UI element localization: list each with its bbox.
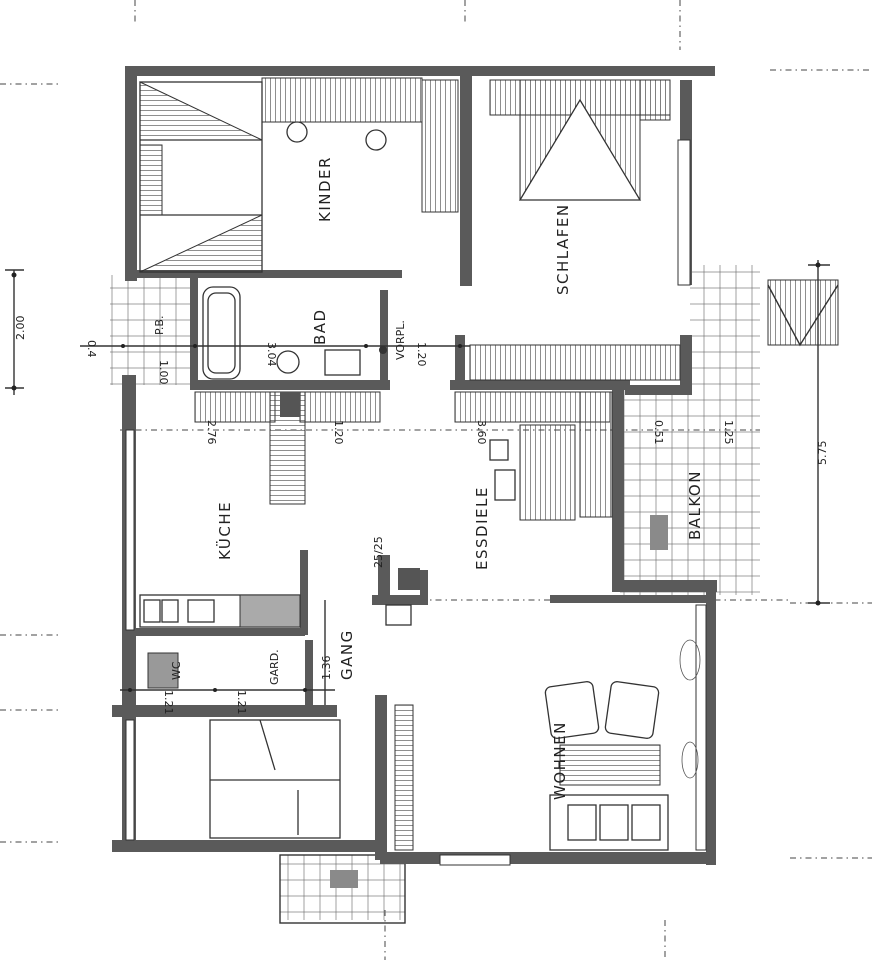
dim-bad-width: 3.04 [265, 342, 278, 367]
room-label-schlafen: SCHLAFEN [554, 203, 572, 295]
living-furniture [544, 639, 701, 851]
wardrobe [209, 719, 341, 839]
kitchen-counter [139, 594, 301, 628]
entrance-tiles [690, 265, 760, 390]
room-label-essdiele: ESSDIELE [473, 486, 491, 570]
room-label-wohnen: WOHNEN [551, 721, 569, 800]
left-dimension [5, 269, 24, 395]
room-label-balkon: BALKON [686, 470, 704, 540]
bathtub [202, 286, 387, 380]
dim-right-outer: 5.75 [816, 441, 829, 466]
room-label-vorpl: VORPL. [394, 320, 407, 360]
dim-stair: 25/25 [372, 536, 385, 568]
dim-left-outer: 2.00 [14, 316, 27, 341]
dim-wc-width: 1.21 [162, 690, 175, 715]
room-label-kinder: KINDER [316, 156, 334, 222]
room-label-gang: GANG [338, 629, 356, 680]
dim-gang-width: 1.36 [320, 656, 333, 681]
dining-table [489, 424, 576, 521]
dim-pb-width: 1.00 [157, 360, 170, 385]
stairs-interior [269, 279, 839, 518]
room-label-gard: GARD. [268, 649, 281, 685]
pb-tiles [110, 275, 190, 385]
dim-vorpl-width: 1.20 [415, 342, 428, 367]
room-label-pb: P.B. [153, 316, 166, 335]
room-label-kueche: KÜCHE [215, 501, 234, 560]
dim-gard-width: 1.21 [235, 690, 248, 715]
kinder-furniture [139, 81, 387, 273]
balkon-planter [650, 515, 668, 550]
schlafen-bed [518, 79, 671, 201]
dim-corr-1: 1.20 [332, 420, 345, 445]
dim-bad-small: 0.4 [85, 340, 98, 358]
fireplace [385, 568, 420, 626]
dim-balkon-b: 1.25 [722, 420, 735, 445]
dim-balkon-a: 0.51 [652, 420, 665, 445]
room-label-bad: BAD [311, 308, 329, 345]
balkon-tiles [620, 390, 760, 595]
dim-kueche-width: 2.76 [205, 420, 218, 445]
dim-essdiele-width: 3.60 [475, 420, 488, 445]
dim-ticks [80, 344, 470, 705]
room-label-wc: WC [170, 661, 183, 680]
wc-fixture [147, 652, 179, 689]
